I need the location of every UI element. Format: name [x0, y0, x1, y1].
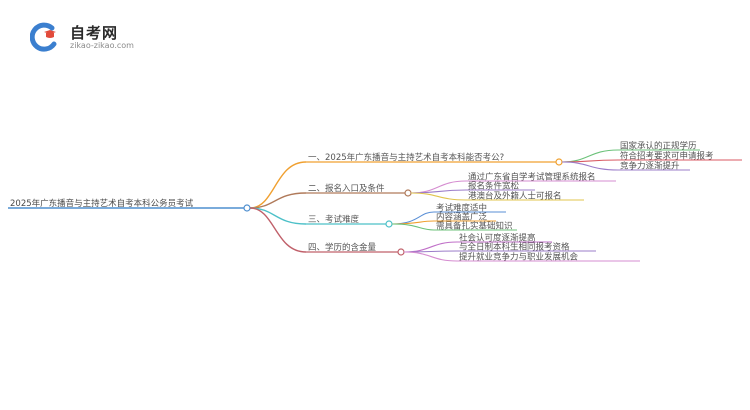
root-node	[243, 204, 251, 212]
leaf-label: 社会认可度逐渐提高	[459, 233, 536, 244]
site-name: 自考网	[70, 24, 119, 42]
leaf-connector	[391, 223, 435, 231]
branch-node	[404, 189, 412, 197]
leaf-label: 符合招考要求可申请报考	[620, 151, 714, 162]
leaf-label: 通过广东省自学考试管理系统报名	[468, 172, 596, 183]
site-logo[interactable]: 自考网 zikao-zikao.com	[30, 22, 170, 52]
branch-label: 二、报名入口及条件	[308, 183, 385, 194]
branch-connector	[249, 207, 307, 253]
leaf-label: 内容涵盖广泛	[436, 212, 488, 223]
branch-node	[555, 158, 563, 166]
branch-connector	[249, 192, 307, 209]
leaf-label: 提升就业竞争力与职业发展机会	[459, 252, 579, 263]
branch-node	[397, 248, 405, 256]
branch-label: 三、考试难度	[308, 214, 360, 225]
leaf-label: 需具备扎实基础知识	[436, 221, 513, 232]
leaf-label: 与全日制本科生相同报考资格	[459, 242, 570, 253]
site-url: zikao-zikao.com	[70, 41, 134, 50]
branch-label: 四、学历的含金量	[308, 242, 377, 253]
branch-label: 一、2025年广东播音与主持艺术自考本科能否考公?	[308, 152, 504, 163]
leaf-connector	[403, 251, 458, 262]
root-topic: 2025年广东播音与主持艺术自考本科公务员考试	[10, 198, 194, 209]
leaf-connector	[410, 189, 467, 194]
branch-connector	[249, 161, 307, 209]
graduation-cap-c-icon	[30, 22, 57, 52]
branch-node	[385, 220, 393, 228]
leaf-connector	[391, 211, 435, 225]
leaf-connector	[410, 192, 467, 201]
leaf-connector	[391, 220, 435, 225]
leaf-connector	[561, 161, 619, 171]
leaf-label: 考试难度适中	[436, 203, 487, 214]
leaf-label: 国家承认的正规学历	[620, 141, 697, 152]
leaf-label: 报名条件宽松	[468, 181, 520, 192]
leaf-label: 竞争力逐渐提升	[620, 161, 680, 172]
leaf-label: 港澳台及外籍人士可报名	[468, 191, 562, 202]
